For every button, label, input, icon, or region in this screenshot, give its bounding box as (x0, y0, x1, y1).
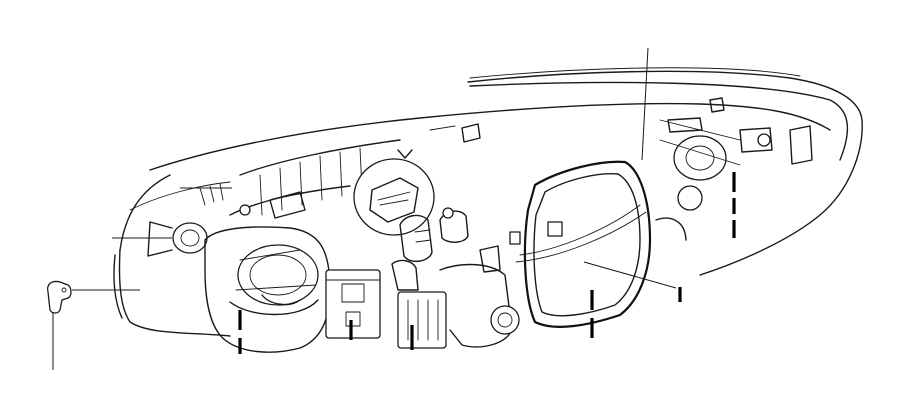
lower-right-housing (439, 245, 520, 348)
right-bulb-assembly (655, 97, 813, 241)
wiring-connector-right (391, 259, 447, 349)
wiring-connector-left (325, 269, 381, 339)
detached-bulb-connector (46, 280, 72, 314)
callout-top-leader (641, 47, 649, 161)
high-beam-frame (509, 160, 652, 328)
headlamp-housing-outline (113, 67, 863, 337)
central-dust-cap (353, 149, 435, 236)
low-beam-module (204, 226, 331, 353)
section-break-ticks (238, 172, 736, 354)
top-mounting-clip (429, 123, 481, 143)
callout-leaders (52, 47, 677, 370)
center-bulb-holder (399, 207, 469, 263)
left-bulb-socket (147, 221, 208, 257)
upper-ribbed-panel (229, 139, 401, 219)
